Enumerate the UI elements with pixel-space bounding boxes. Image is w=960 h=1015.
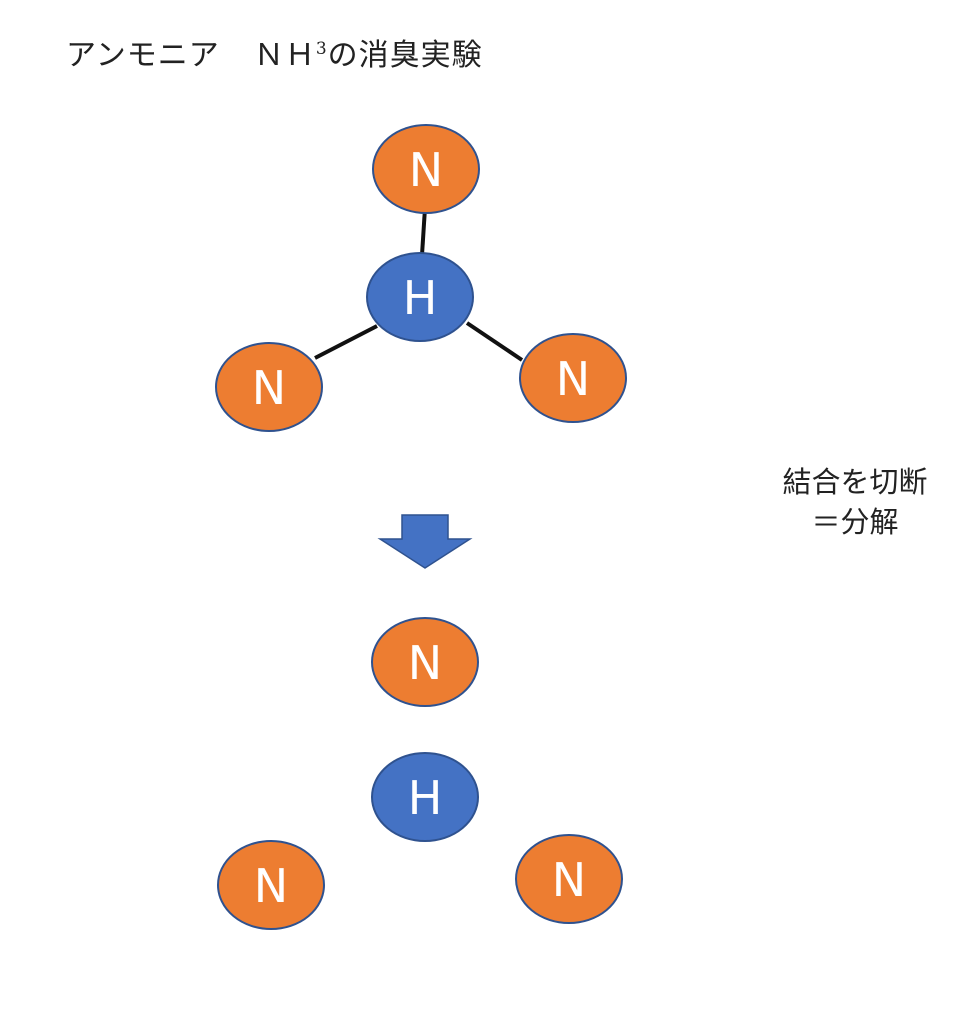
title-main: アンモニア (66, 38, 220, 73)
title-suffix: の消臭実験 (327, 38, 483, 73)
separated-atoms: N H N N (217, 617, 623, 930)
title-formula-subscript: 3 (315, 39, 328, 59)
separated-atom-right-label: N (552, 853, 586, 907)
bonded-atom-right-label: N (556, 352, 590, 406)
bonds (314, 207, 524, 362)
title-formula-h: Ｈ (284, 38, 316, 73)
separated-atom-left-label: N (254, 859, 288, 913)
bonded-atom-top-n: N (372, 124, 480, 214)
separated-atom-top-n: N (371, 617, 479, 707)
bond-right (465, 321, 524, 362)
separated-atom-center-h: H (371, 752, 479, 842)
side-note-line1: 結合を切断 (782, 465, 928, 499)
title-formula-n: Ｎ (253, 38, 285, 73)
bond-left (314, 324, 378, 360)
bonded-atom-left-n: N (215, 342, 323, 432)
bonded-atom-center-h: H (366, 252, 474, 342)
bonded-atom-left-label: N (252, 361, 286, 415)
side-note-line2: ＝分解 (811, 505, 899, 539)
side-note: 結合を切断 ＝分解 (760, 462, 950, 542)
down-arrow-icon (377, 514, 473, 569)
separated-atom-center-label: H (408, 771, 443, 825)
separated-atom-left-n: N (217, 840, 325, 930)
bonded-atom-right-n: N (519, 333, 627, 423)
bonded-atom-center-label: H (403, 271, 438, 325)
bonded-molecule: N H N N (215, 124, 627, 432)
page-title: アンモニア ＮＨ3の消臭実験 (66, 30, 483, 74)
bonded-atom-top-label: N (409, 143, 443, 197)
separated-atom-top-label: N (408, 636, 442, 690)
bond-top (420, 207, 427, 256)
separated-atom-right-n: N (515, 834, 623, 924)
